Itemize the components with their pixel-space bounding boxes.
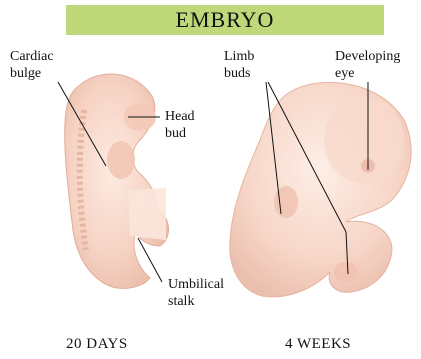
umbilical-stalk-label: Umbilical stalk: [168, 276, 224, 310]
embryo-20-days-body: [65, 74, 169, 288]
cardiac-bulge-label-line1: Cardiac: [10, 48, 54, 65]
limb-buds-label-line2: buds: [224, 65, 254, 82]
developing-eye-label-line2: eye: [335, 65, 400, 82]
embryo-20-days: [65, 74, 169, 288]
limb-buds-label: Limb buds: [224, 48, 254, 82]
embryo-4-weeks: [230, 82, 411, 297]
umbilical-stalk-shape: [128, 188, 166, 240]
lower-limb-bud-shape: [334, 262, 358, 282]
umbilical-stalk-label-line1: Umbilical: [168, 276, 224, 293]
cardiac-bulge-label: Cardiac bulge: [10, 48, 54, 82]
developing-eye-label-line1: Developing: [335, 48, 400, 65]
upper-limb-bud-shape: [274, 186, 298, 218]
head-bud-label-line2: bud: [165, 125, 195, 142]
cardiac-bulge-shape: [107, 141, 135, 179]
developing-eye-label: Developing eye: [335, 48, 400, 82]
cardiac-bulge-label-line2: bulge: [10, 65, 54, 82]
caption-4-weeks: 4 WEEKS: [285, 336, 351, 353]
caption-20-days: 20 DAYS: [66, 336, 128, 353]
umbilical-stalk-label-line2: stalk: [168, 293, 224, 310]
head-bud-label-line1: Head: [165, 108, 195, 125]
head-bud-label: Head bud: [165, 108, 195, 142]
limb-buds-label-line1: Limb: [224, 48, 254, 65]
